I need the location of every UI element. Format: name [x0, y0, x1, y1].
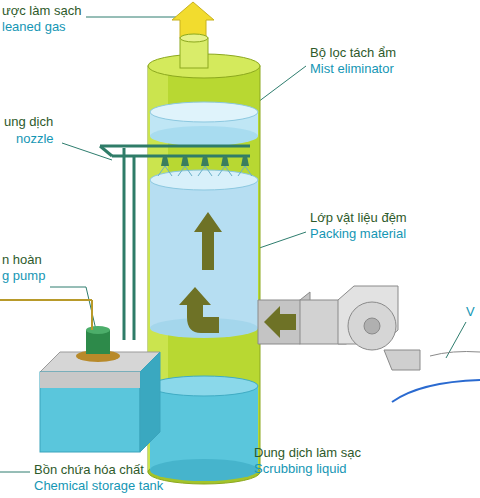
part-label: Bộ lọc tách ẩm: [310, 45, 396, 61]
part-label: Chemical storage tank: [34, 478, 163, 494]
part-label: Mist eliminator: [310, 61, 394, 77]
part-label: Dung dịch làm sạc: [254, 445, 361, 461]
part-label: ung dịch: [4, 114, 53, 130]
part-label: Bồn chứa hóa chất: [34, 462, 144, 478]
outlet-label: leaned gas: [2, 19, 66, 35]
part-label: Lớp vật liệu đệm: [310, 210, 407, 226]
part-label: n hoàn: [2, 252, 42, 268]
part-label: g pump: [2, 268, 45, 284]
part-label: Scrubbing liquid: [254, 461, 347, 477]
outlet-label: ược làm sạch: [2, 3, 81, 19]
part-label: nozzle: [16, 131, 54, 147]
part-label: V: [466, 304, 475, 320]
part-label: Packing material: [310, 226, 406, 242]
